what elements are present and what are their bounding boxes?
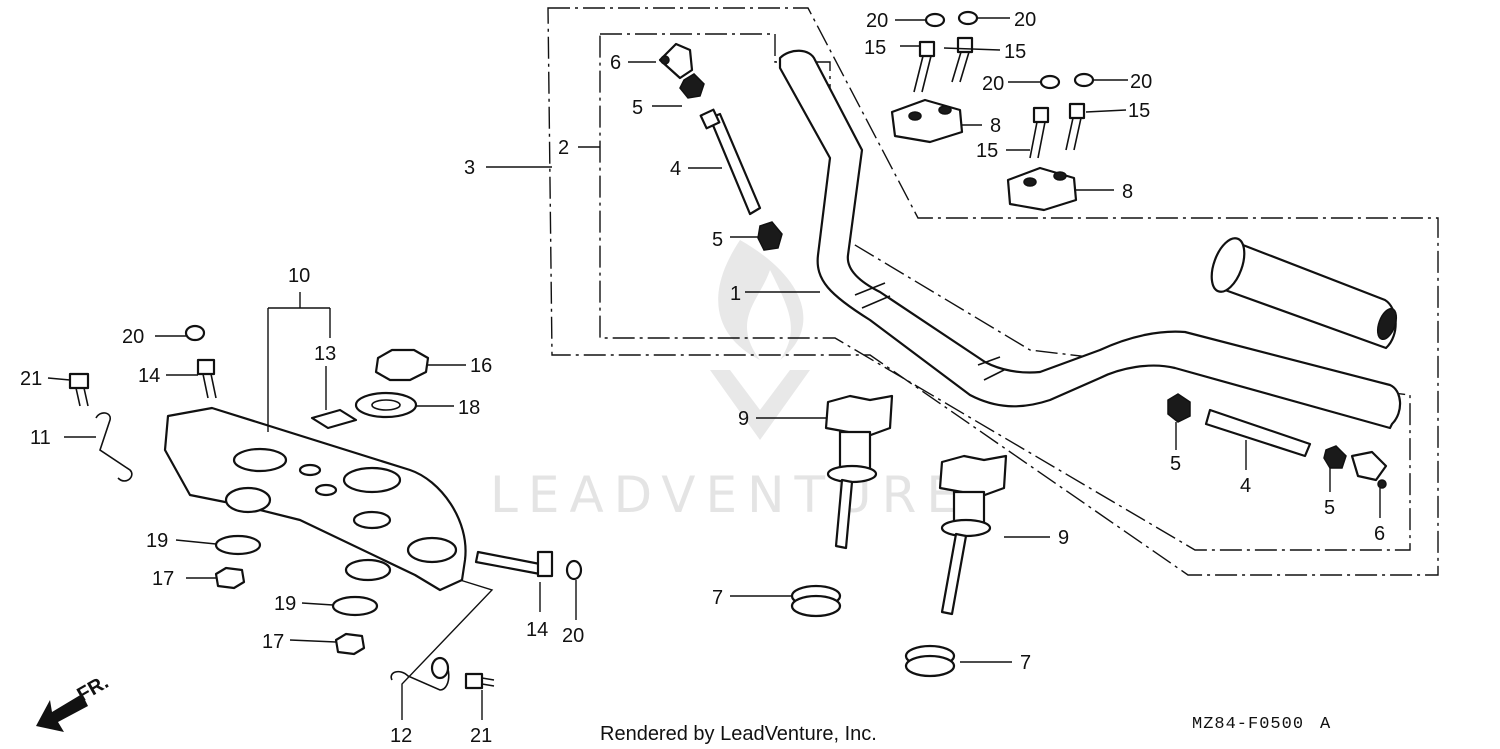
callout-5: 5 <box>1324 497 1335 519</box>
callout-5: 5 <box>712 229 723 251</box>
front-arrow-icon <box>36 694 88 732</box>
callout-labels: 1 2 3 4 4 5 5 5 5 6 6 7 7 8 8 9 9 10 11 … <box>20 9 1385 747</box>
callout-9: 9 <box>738 408 749 430</box>
callout-17: 17 <box>262 631 284 653</box>
spacer-13 <box>310 408 358 430</box>
handlebar-posts <box>824 394 1008 616</box>
handlebar <box>778 49 1402 430</box>
handlebar-holder-upper <box>890 98 964 144</box>
callout-12: 12 <box>390 725 412 747</box>
callout-21: 21 <box>470 725 492 747</box>
callout-21: 21 <box>20 368 42 390</box>
credit-text: Rendered by LeadVenture, Inc. <box>600 723 877 745</box>
nut-16 <box>374 348 430 382</box>
callout-14: 14 <box>526 619 548 641</box>
holder-bolts <box>913 36 1086 159</box>
callout-4: 4 <box>1240 475 1251 497</box>
callout-7: 7 <box>712 587 723 609</box>
washer-18 <box>354 391 418 419</box>
callout-3: 3 <box>464 157 475 179</box>
callout-17: 17 <box>152 568 174 590</box>
nuts-17 <box>214 566 366 656</box>
callout-20: 20 <box>866 10 888 32</box>
balancer-weight-upper <box>658 42 783 251</box>
bolt-14 <box>196 358 554 578</box>
callout-8: 8 <box>1122 181 1133 203</box>
callout-20: 20 <box>1014 9 1036 31</box>
callout-14: 14 <box>138 365 160 387</box>
callout-18: 18 <box>458 397 480 419</box>
callout-19: 19 <box>146 530 168 552</box>
watermark: LEADVENTURE <box>490 240 968 524</box>
handlebar-grip <box>1210 237 1398 350</box>
post-rubbers <box>790 584 956 678</box>
callout-16: 16 <box>470 355 492 377</box>
callout-15: 15 <box>864 37 886 59</box>
front-direction-indicator: FR. <box>36 671 112 732</box>
callout-9: 9 <box>1058 527 1069 549</box>
figure-code: MZ84-F0500 <box>1192 715 1304 734</box>
callout-15: 15 <box>976 140 998 162</box>
callout-15: 15 <box>1004 41 1026 63</box>
callout-2: 2 <box>558 137 569 159</box>
callout-15: 15 <box>1128 100 1150 122</box>
callout-6: 6 <box>610 52 621 74</box>
top-bridge <box>163 406 467 592</box>
callout-1: 1 <box>730 283 741 305</box>
group-box-3 <box>547 7 1439 576</box>
callout-20: 20 <box>982 73 1004 95</box>
callout-10: 10 <box>288 265 310 287</box>
leader-lines <box>47 17 1381 720</box>
washers-19 <box>214 534 379 617</box>
watermark-text: LEADVENTURE <box>490 466 968 524</box>
callout-6: 6 <box>1374 523 1385 545</box>
bolt-caps <box>184 10 1095 581</box>
callout-4: 4 <box>670 158 681 180</box>
balancer-weight-lower <box>1167 393 1388 489</box>
callout-5: 5 <box>632 97 643 119</box>
callout-20: 20 <box>122 326 144 348</box>
callout-20: 20 <box>1130 71 1152 93</box>
handlebar-holder-lower <box>1006 166 1078 212</box>
callout-5: 5 <box>1170 453 1181 475</box>
callout-19: 19 <box>274 593 296 615</box>
callout-11: 11 <box>30 427 51 449</box>
bolts-21 <box>68 372 495 690</box>
callout-7: 7 <box>1020 652 1031 674</box>
callout-13: 13 <box>314 343 336 365</box>
callout-20: 20 <box>562 625 584 647</box>
wire-clip-11 <box>95 412 133 482</box>
figure-revision: A <box>1320 715 1331 734</box>
wire-clip-12 <box>390 656 450 691</box>
callout-8: 8 <box>990 115 1001 137</box>
